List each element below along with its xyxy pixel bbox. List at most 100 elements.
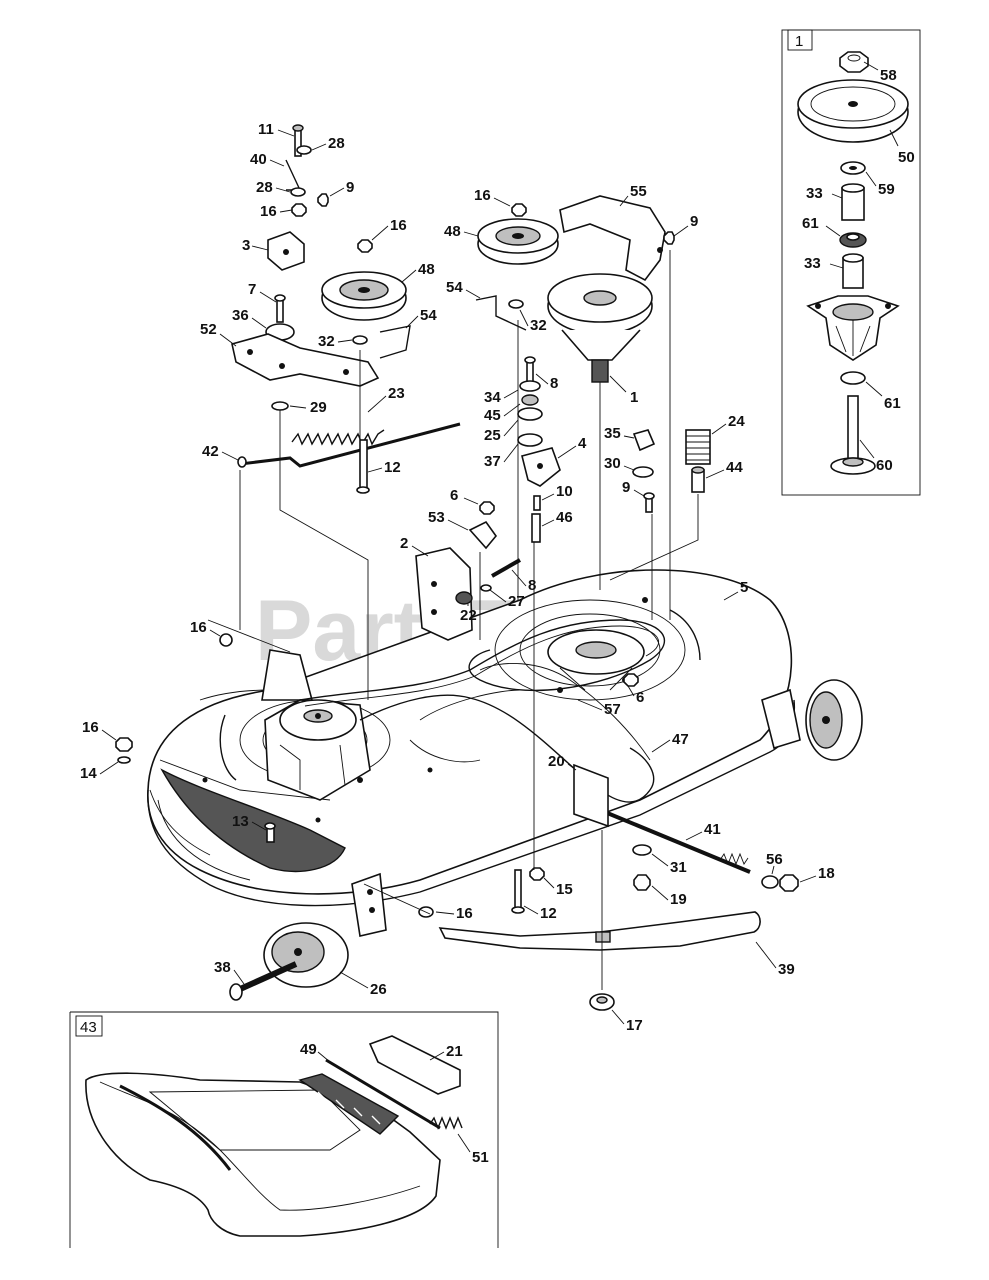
idler-arm-52[interactable] — [231, 333, 380, 387]
washer-27[interactable] — [480, 584, 492, 592]
callout-48-right: 48 — [444, 223, 461, 240]
callout-23: 23 — [388, 385, 405, 402]
spindle-pulley-1[interactable] — [547, 273, 653, 383]
washer-56[interactable] — [761, 875, 779, 889]
washer-32-right[interactable] — [508, 299, 524, 309]
nut-16-upper-left[interactable] — [291, 203, 307, 217]
chute-bracket-21[interactable] — [368, 1035, 461, 1095]
nut-19[interactable] — [633, 874, 651, 891]
callout-labels: 11 28 40 28 9 16 3 16 48 7 36 52 32 54 2… — [80, 121, 835, 1166]
belt-guide-54-right[interactable] — [475, 295, 527, 331]
callout-15: 15 — [556, 881, 573, 898]
nut-15[interactable] — [529, 867, 545, 881]
bolt-12-lower[interactable] — [511, 869, 525, 914]
gauge-wheel-right[interactable] — [761, 679, 863, 761]
chute-inset: 43 — [69, 1011, 499, 1248]
rod-42[interactable] — [239, 422, 461, 468]
bushing-45[interactable] — [521, 394, 539, 406]
mower-blade-39[interactable] — [438, 911, 761, 951]
belt-shield-55[interactable] — [559, 195, 666, 282]
chute-pin-49[interactable] — [325, 1058, 441, 1130]
adjuster-44[interactable] — [691, 466, 705, 493]
spindle-housing[interactable] — [806, 295, 900, 361]
screw-9-shield[interactable] — [663, 231, 675, 245]
adjuster-rod-41[interactable] — [599, 808, 751, 874]
callout-34: 34 — [484, 389, 501, 406]
bolt-12-upper[interactable] — [356, 439, 370, 494]
spacer-61-lower[interactable] — [840, 371, 866, 385]
bolt-7[interactable] — [274, 294, 286, 323]
callout-60: 60 — [876, 457, 893, 474]
nut-16-deck[interactable] — [219, 633, 233, 647]
drive-belt-57[interactable] — [299, 619, 666, 707]
spindle-shaft-60[interactable] — [830, 395, 876, 475]
callout-54-right: 54 — [446, 279, 463, 296]
washer-28-lower[interactable] — [290, 187, 306, 197]
spring-24[interactable] — [685, 429, 711, 465]
callout-61-upper: 61 — [802, 215, 819, 232]
idler-pulley-48-left[interactable] — [321, 271, 407, 321]
callout-21: 21 — [446, 1043, 463, 1060]
bolt-8-upper[interactable] — [524, 356, 536, 385]
callout-49: 49 — [300, 1041, 317, 1058]
spindle-inset-label-box — [787, 29, 813, 51]
washer-32-left[interactable] — [352, 335, 368, 345]
bearing-33-lower[interactable] — [842, 253, 864, 289]
callout-25: 25 — [484, 427, 501, 444]
nut-6-upper[interactable] — [479, 501, 495, 515]
washer-28-upper[interactable] — [296, 145, 312, 155]
leader-61-lower — [865, 381, 883, 397]
callout-8-upper: 8 — [550, 375, 558, 392]
belt-guide-54-left[interactable] — [379, 325, 411, 359]
callout-52: 52 — [200, 321, 217, 338]
washer-31[interactable] — [632, 844, 652, 856]
bearing-33-upper[interactable] — [841, 183, 865, 221]
bracket-53[interactable] — [468, 520, 498, 550]
washer-34[interactable] — [519, 380, 541, 392]
callout-16-pulley-left: 16 — [390, 217, 407, 234]
bolt-11[interactable] — [292, 124, 304, 157]
callout-46: 46 — [556, 509, 573, 526]
screw-9-lower[interactable] — [643, 492, 655, 513]
callout-50: 50 — [898, 149, 915, 166]
bracket-4[interactable] — [521, 447, 561, 487]
nut-16-pulley-right[interactable] — [511, 203, 527, 217]
bolt-10[interactable] — [533, 495, 541, 511]
spacer-61-upper[interactable] — [839, 232, 867, 248]
wheel-bolt-38[interactable] — [229, 961, 298, 1001]
idler-pulley-48-right[interactable] — [477, 218, 559, 265]
spindle-nut-58[interactable] — [839, 51, 869, 73]
washer-30[interactable] — [632, 466, 654, 478]
extension-spring-23[interactable] — [291, 429, 385, 446]
blade-nut-17[interactable] — [589, 993, 615, 1011]
spring-clip-40[interactable] — [285, 159, 302, 191]
callout-19: 19 — [670, 891, 687, 908]
callout-33-upper: 33 — [806, 185, 823, 202]
callout-40: 40 — [250, 151, 267, 168]
screw-9-upper-left[interactable] — [317, 193, 329, 207]
nut-16-left[interactable] — [115, 737, 133, 752]
nut-6-lower[interactable] — [623, 673, 639, 687]
washer-37[interactable] — [517, 433, 543, 447]
callout-9-shield: 9 — [690, 213, 698, 230]
bolt-13[interactable] — [264, 822, 276, 843]
assembly-reference-lines — [207, 250, 699, 990]
bolt-8-lower[interactable] — [491, 558, 521, 578]
cap-35[interactable] — [632, 429, 656, 452]
washer-29[interactable] — [271, 401, 289, 411]
right-spindle-assembly[interactable] — [547, 629, 645, 691]
lift-bracket-2[interactable] — [415, 547, 473, 641]
nut-18[interactable] — [779, 874, 799, 892]
torsion-spring-51[interactable] — [429, 1116, 463, 1130]
spindle-pulley-50[interactable] — [797, 79, 909, 143]
washer-14[interactable] — [117, 756, 131, 764]
nut-16-pulley-left[interactable] — [357, 239, 373, 253]
rod-bracket-20[interactable] — [573, 763, 609, 828]
pin-46[interactable] — [531, 513, 541, 543]
left-spindle-assembly[interactable] — [219, 633, 371, 801]
ring-25[interactable] — [517, 407, 543, 421]
discharge-chute-43[interactable] — [85, 1072, 441, 1237]
callout-33-lower: 33 — [804, 255, 821, 272]
bracket-3[interactable] — [267, 231, 305, 271]
